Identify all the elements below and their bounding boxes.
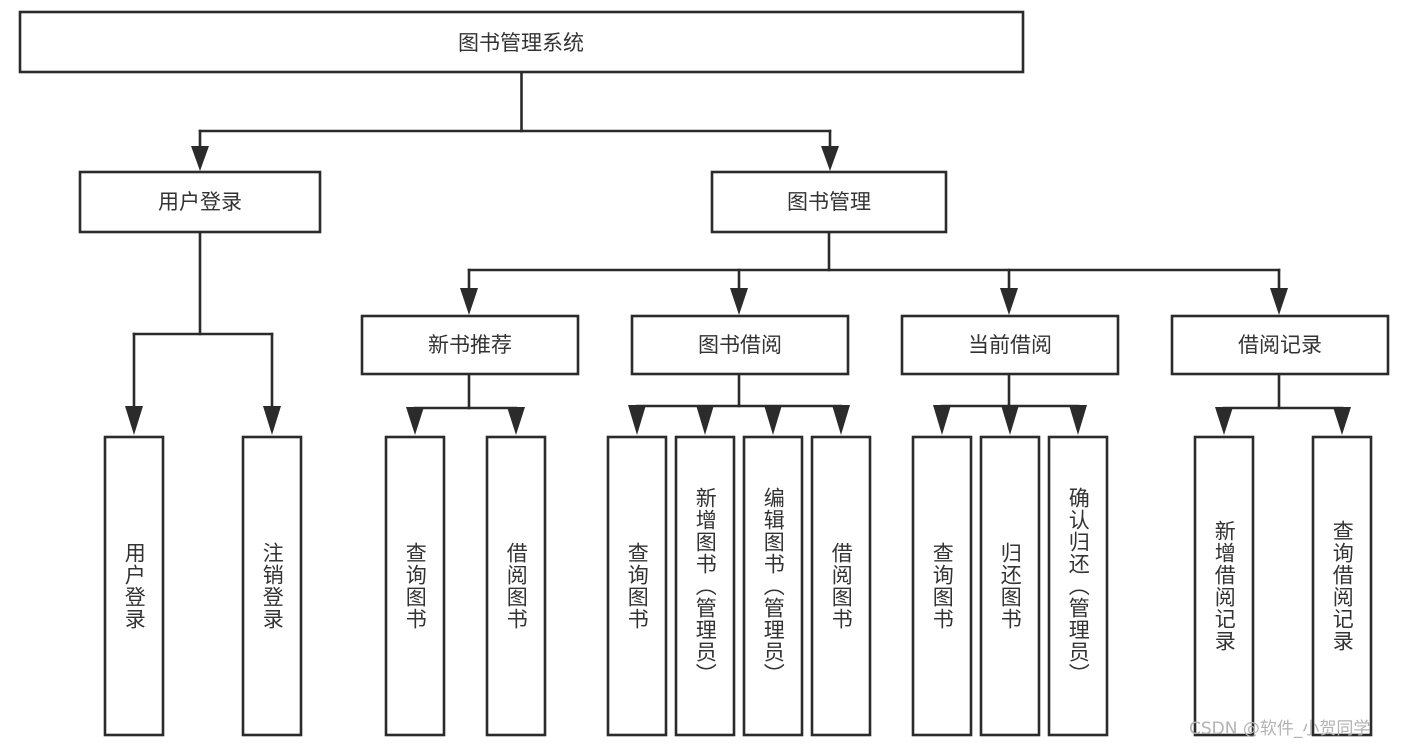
- arrow-head-leaf-query-book-current: [933, 405, 951, 435]
- connector-bookborrow-to-leaves: [628, 372, 850, 435]
- connector-newbook-to-leaves: [406, 372, 525, 435]
- connector-root-to-level1: [191, 70, 839, 171]
- node-current-borrow[interactable]: 当前借阅: [900, 314, 1120, 376]
- arrow-head-leaf-query-book-borrow: [628, 405, 646, 435]
- node-root-label: 图书管理系统: [458, 31, 584, 55]
- arrow-head-leaf-borrow-book-rec: [507, 407, 525, 435]
- arrow-head-leaf-query-book-rec: [406, 407, 424, 435]
- node-leaf-confirm-return-admin-box[interactable]: [1047, 435, 1109, 737]
- arrow-head-leaf-add-book-admin: [696, 405, 714, 435]
- arrow-head-leaf-query-borrow-record: [1333, 407, 1351, 435]
- arrow-head-leaf-user-login: [125, 406, 143, 435]
- node-leaf-edit-book-admin-box[interactable]: [742, 435, 804, 737]
- node-leaf-return-book-box[interactable]: [979, 435, 1041, 737]
- node-new-book-recommend-label: 新书推荐: [428, 333, 512, 357]
- arrow-head-borrow-record: [1270, 288, 1288, 315]
- node-leaf-logout-login-box[interactable]: [241, 435, 303, 737]
- connector-userlogin-to-leaves: [125, 230, 281, 435]
- node-book-borrow[interactable]: 图书借阅: [630, 314, 850, 376]
- arrow-head-new-book-recommend: [460, 288, 478, 315]
- arrow-head-leaf-return-book: [1001, 405, 1019, 435]
- connector-currentborrow-to-leaves: [933, 372, 1087, 435]
- arrow-head-current-borrow: [1000, 288, 1018, 315]
- node-borrow-record-box[interactable]: [1170, 314, 1390, 376]
- node-book-management-label: 图书管理: [787, 190, 871, 214]
- arrow-head-leaf-add-borrow-record: [1215, 407, 1233, 435]
- node-user-login[interactable]: 用户登录: [78, 170, 322, 234]
- node-borrow-record-label: 借阅记录: [1238, 333, 1322, 357]
- node-user-login-box[interactable]: [78, 170, 322, 234]
- node-user-login-label: 用户登录: [158, 190, 242, 214]
- node-book-borrow-label: 图书借阅: [698, 333, 782, 357]
- node-leaf-query-book-borrow-box[interactable]: [606, 435, 668, 737]
- leaf-boxes: [103, 435, 1373, 737]
- arrow-head-leaf-logout-login: [263, 406, 281, 435]
- node-leaf-user-login-box[interactable]: [103, 435, 165, 737]
- node-leaf-add-borrow-record-box[interactable]: [1193, 435, 1255, 737]
- node-leaf-add-book-admin-box[interactable]: [674, 435, 736, 737]
- arrow-head-book-management: [821, 146, 839, 171]
- csdn-watermark: CSDN @软件_小贺同学: [1189, 719, 1371, 739]
- node-book-borrow-box[interactable]: [630, 314, 850, 376]
- node-root[interactable]: 图书管理系统: [18, 10, 1025, 74]
- node-book-management[interactable]: 图书管理: [710, 170, 948, 234]
- node-leaf-query-book-current-box[interactable]: [911, 435, 973, 737]
- node-current-borrow-box[interactable]: [900, 314, 1120, 376]
- node-new-book-recommend-box[interactable]: [360, 314, 580, 376]
- connector-bookmgmt-to-level2: [460, 230, 1288, 315]
- connector-borrowrecord-to-leaves: [1215, 372, 1351, 435]
- node-borrow-record[interactable]: 借阅记录: [1170, 314, 1390, 376]
- node-current-borrow-label: 当前借阅: [968, 333, 1052, 357]
- node-new-book-recommend[interactable]: 新书推荐: [360, 314, 580, 376]
- node-root-box[interactable]: [18, 10, 1025, 74]
- node-leaf-query-book-rec-box[interactable]: [384, 435, 446, 737]
- arrow-head-leaf-edit-book-admin: [764, 405, 782, 435]
- node-leaf-borrow-book-rec-box[interactable]: [485, 435, 547, 737]
- node-book-management-box[interactable]: [710, 170, 948, 234]
- node-leaf-query-borrow-record-box[interactable]: [1311, 435, 1373, 737]
- arrow-head-leaf-confirm-return-admin: [1069, 405, 1087, 435]
- arrow-head-user-login: [191, 146, 209, 171]
- arrow-head-book-borrow: [730, 288, 748, 315]
- arrow-head-leaf-borrow-book: [832, 405, 850, 435]
- node-leaf-borrow-book-box[interactable]: [810, 435, 872, 737]
